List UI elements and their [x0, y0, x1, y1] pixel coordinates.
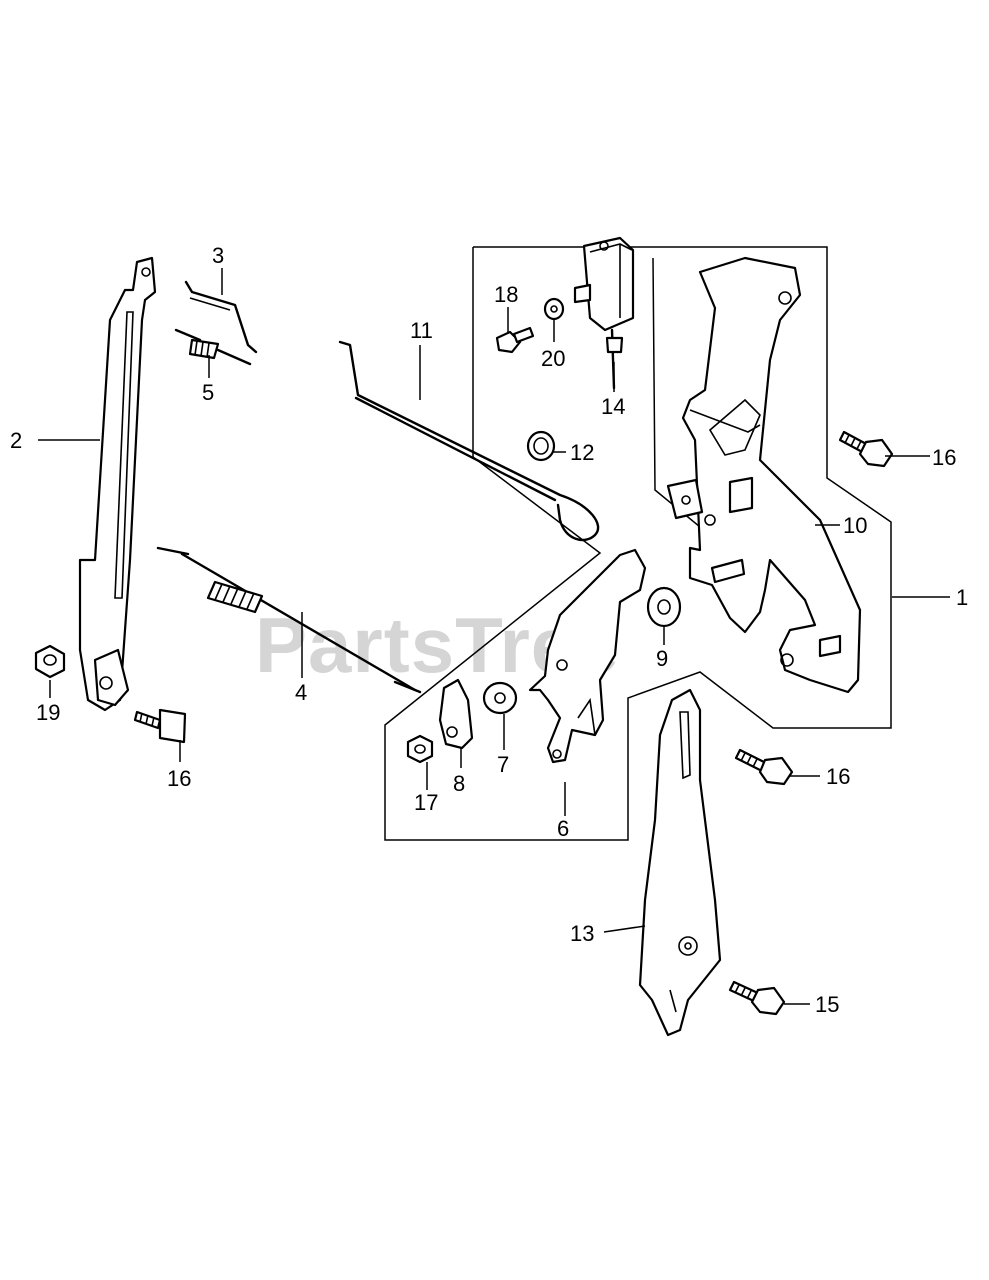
part-18-nut: [406, 734, 434, 764]
callout-18: 17: [414, 790, 438, 815]
part-12-grommet: [526, 430, 556, 462]
callout-6: 6: [557, 816, 569, 841]
callout-14: 14: [601, 394, 625, 419]
callout-11: 11: [410, 318, 433, 343]
part-8-lever-plate: [438, 678, 474, 750]
callout-7: 7: [497, 752, 509, 777]
callout-13: 13: [570, 921, 594, 946]
part-21-washer: [543, 297, 565, 321]
part-17-screw: [133, 708, 187, 744]
part-10-control-bracket: [666, 256, 862, 694]
callout-21: 20: [541, 346, 565, 371]
callout-15: 15: [815, 992, 839, 1017]
callout-5: 5: [202, 380, 214, 405]
part-19-bolt: [495, 326, 535, 354]
part-20-nut: [34, 644, 66, 679]
part-9-washer: [646, 586, 682, 628]
callout-16-upper: 16: [932, 445, 956, 470]
callout-17: 16: [167, 766, 191, 791]
part-16-bolt-lower: [734, 748, 794, 786]
part-13-guide-plate: [638, 688, 722, 1037]
callout-8: 8: [453, 771, 465, 796]
callout-16-lower: 16: [826, 764, 850, 789]
part-5-spring: [174, 328, 252, 366]
leader-lines: [38, 268, 950, 1005]
callout-12: 12: [570, 440, 594, 465]
part-6-bracket-plate: [528, 548, 647, 764]
part-2-lever-arm: [78, 256, 157, 712]
part-3-spring-clip: [184, 280, 258, 354]
part-7-washer: [482, 681, 518, 715]
part-14-stop-switch: [573, 236, 635, 390]
callout-1: 1: [956, 585, 968, 610]
callout-20: 19: [36, 700, 60, 725]
part-16-bolt-upper: [838, 430, 894, 468]
part-15-bolt: [728, 980, 786, 1016]
callout-4: 4: [295, 680, 307, 705]
callout-2: 2: [10, 428, 22, 453]
part-4-governor-rod: [156, 546, 422, 694]
part-11-choke-rod: [338, 340, 600, 542]
callout-10: 10: [843, 513, 867, 538]
callout-19: 18: [494, 282, 518, 307]
callout-labels: 2 3 5 11 12 4 19 16 18 20 14 16 10 1 9 7…: [10, 243, 968, 1017]
callout-3: 3: [212, 243, 224, 268]
assembly-group-outline: [384, 246, 892, 841]
callout-9: 9: [656, 646, 668, 671]
